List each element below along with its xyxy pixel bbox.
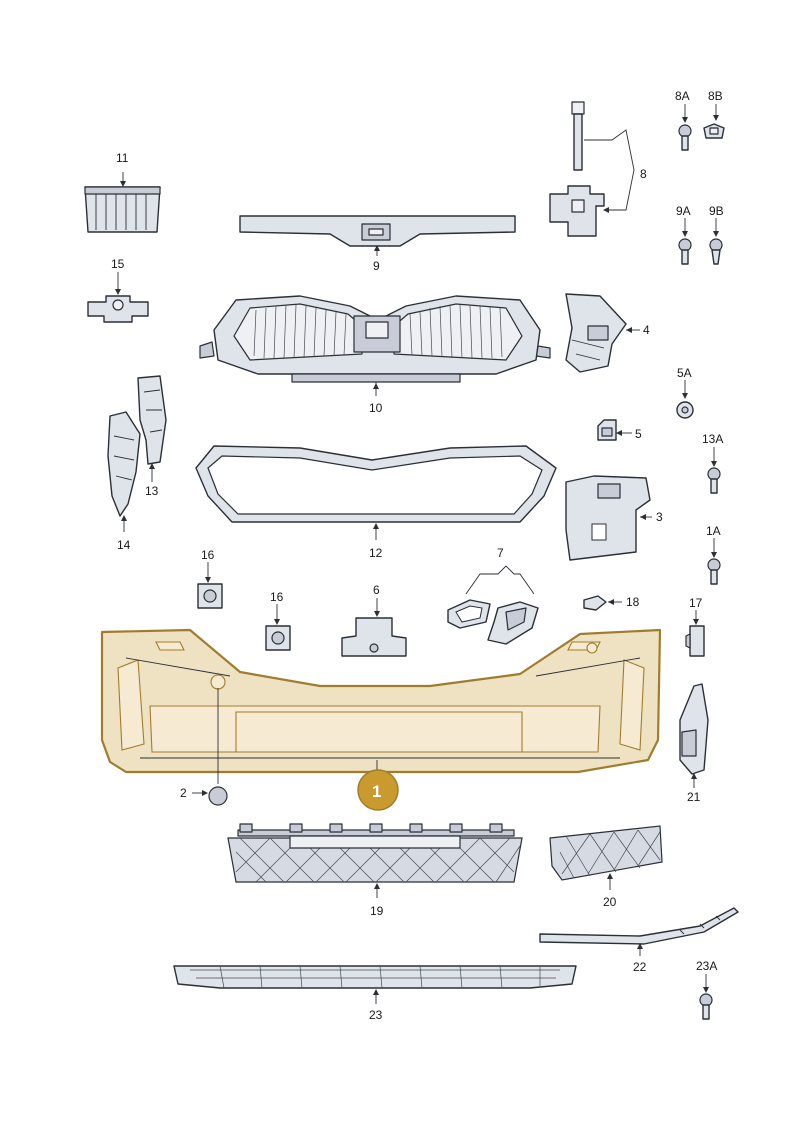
label-18: 18	[626, 595, 640, 609]
part-9A[interactable]	[678, 238, 692, 265]
part-11[interactable]	[84, 186, 161, 233]
label-8A: 8A	[675, 89, 690, 103]
label-13: 13	[145, 484, 159, 498]
label-10: 10	[369, 401, 383, 415]
label-22: 22	[633, 960, 647, 974]
part-23A[interactable]	[699, 993, 713, 1020]
label-6: 6	[373, 583, 380, 597]
part-7[interactable]	[447, 599, 539, 645]
part-12[interactable]	[195, 445, 557, 523]
part-6[interactable]	[341, 617, 407, 657]
part-13[interactable]	[137, 375, 167, 465]
label-16-upper: 16	[201, 548, 215, 562]
label-7: 7	[497, 546, 504, 560]
label-5A: 5A	[677, 366, 692, 380]
part-19[interactable]	[227, 823, 523, 883]
part-22[interactable]	[539, 907, 739, 945]
label-9A: 9A	[676, 204, 691, 218]
label-12: 12	[369, 546, 383, 560]
part-5A[interactable]	[676, 401, 694, 419]
part-3[interactable]	[565, 475, 651, 561]
part-21[interactable]	[679, 683, 709, 775]
label-13A: 13A	[702, 432, 723, 446]
part-1A[interactable]	[707, 558, 721, 585]
label-20: 20	[603, 895, 617, 909]
label-21: 21	[687, 790, 701, 804]
label-11: 11	[116, 151, 129, 165]
label-23A: 23A	[696, 959, 717, 973]
label-9: 9	[373, 259, 380, 273]
part-16-lower[interactable]	[265, 625, 291, 651]
part-8A[interactable]	[678, 124, 692, 151]
label-17: 17	[689, 596, 703, 610]
part-17[interactable]	[685, 625, 705, 657]
part-18[interactable]	[583, 595, 607, 611]
label-14: 14	[117, 538, 131, 552]
label-4: 4	[643, 323, 650, 337]
part-9[interactable]	[239, 215, 516, 247]
part-20[interactable]	[549, 825, 663, 881]
label-2: 2	[180, 786, 187, 800]
part-4[interactable]	[565, 293, 627, 373]
svg-text:1: 1	[372, 782, 381, 801]
part-8[interactable]	[549, 101, 605, 237]
label-16-lower: 16	[270, 590, 284, 604]
part-8B[interactable]	[703, 123, 725, 139]
label-1A: 1A	[706, 524, 721, 538]
label-3: 3	[656, 510, 663, 524]
label-9B: 9B	[709, 204, 724, 218]
part-16-upper[interactable]	[197, 583, 223, 609]
label-19: 19	[370, 904, 384, 918]
part-10[interactable]	[199, 295, 551, 383]
part-2[interactable]	[208, 786, 228, 806]
part-5[interactable]	[597, 419, 617, 441]
part-1-bumper-cover[interactable]	[100, 628, 662, 774]
label-5: 5	[635, 427, 642, 441]
label-8B: 8B	[708, 89, 723, 103]
part-1-badge: 1	[357, 769, 399, 811]
part-23[interactable]	[173, 965, 577, 989]
part-14[interactable]	[107, 411, 141, 517]
label-23: 23	[369, 1008, 383, 1022]
part-13A[interactable]	[707, 467, 721, 494]
label-8: 8	[640, 167, 647, 181]
part-9B[interactable]	[709, 238, 723, 265]
label-15: 15	[111, 257, 125, 271]
part-15[interactable]	[87, 295, 149, 323]
